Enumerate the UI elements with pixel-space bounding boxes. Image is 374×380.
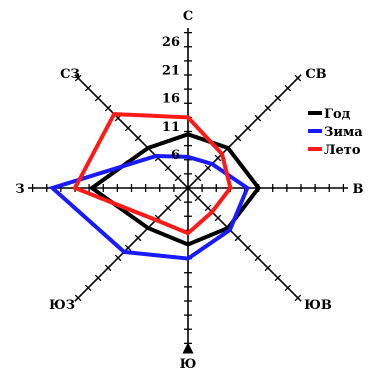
radial-tick-label: 11 — [162, 120, 180, 135]
tick-mark — [254, 114, 262, 122]
labels-layer: 6 11 16 21 26С СВ В ЮВ Ю ЮЗ З СЗ — [15, 9, 363, 372]
tick-mark — [134, 134, 142, 142]
tick-mark — [254, 254, 262, 262]
tick-mark — [264, 264, 272, 272]
direction-label-nw: СЗ — [60, 67, 80, 82]
tick-mark — [104, 264, 112, 272]
tick-mark — [274, 274, 282, 282]
tick-mark — [104, 104, 112, 112]
tick-mark — [274, 94, 282, 102]
tick-mark — [204, 164, 212, 172]
tick-mark — [244, 124, 252, 132]
tick-mark — [94, 94, 102, 102]
radial-tick-label: 21 — [162, 63, 180, 78]
tick-mark — [84, 84, 92, 92]
tick-mark — [84, 284, 92, 292]
series-layer — [48, 112, 262, 261]
axis-se — [74, 74, 302, 302]
direction-label-sw: ЮЗ — [49, 298, 75, 313]
radial-tick-label: 6 — [171, 148, 180, 163]
tick-mark — [264, 104, 272, 112]
tick-mark — [214, 214, 222, 222]
legend-label: Год — [324, 107, 351, 122]
tick-mark — [94, 274, 102, 282]
tick-mark — [284, 284, 292, 292]
tick-mark — [174, 194, 182, 202]
direction-label-s: Ю — [180, 357, 197, 372]
tick-mark — [194, 174, 202, 182]
tick-mark — [164, 164, 172, 172]
tick-mark — [294, 294, 302, 302]
direction-label-se: ЮВ — [304, 298, 332, 313]
tick-mark — [234, 134, 242, 142]
tick-mark — [164, 204, 172, 212]
direction-label-ne: СВ — [305, 67, 326, 82]
tick-mark — [194, 194, 202, 202]
tick-mark — [134, 234, 142, 242]
tick-mark — [124, 244, 132, 252]
series-polygon-0 — [88, 132, 262, 247]
tick-mark — [214, 154, 222, 162]
series-polygon-1 — [48, 153, 250, 261]
tick-mark — [174, 174, 182, 182]
tick-mark — [294, 74, 302, 82]
radial-tick-label: 26 — [162, 35, 180, 50]
legend-label: Лето — [324, 143, 361, 158]
legend-label: Зима — [324, 125, 363, 140]
series-polygon-2 — [72, 112, 233, 236]
tick-mark — [234, 234, 242, 242]
tick-mark — [244, 244, 252, 252]
tick-mark — [284, 84, 292, 92]
tick-mark — [74, 74, 82, 82]
direction-label-e: В — [353, 182, 364, 197]
tick-mark — [114, 254, 122, 262]
radial-tick-label: 16 — [162, 92, 180, 107]
direction-label-w: З — [15, 182, 24, 197]
tick-mark — [204, 204, 212, 212]
tick-mark — [124, 124, 132, 132]
direction-label-n: С — [183, 9, 193, 24]
tick-mark — [74, 294, 82, 302]
